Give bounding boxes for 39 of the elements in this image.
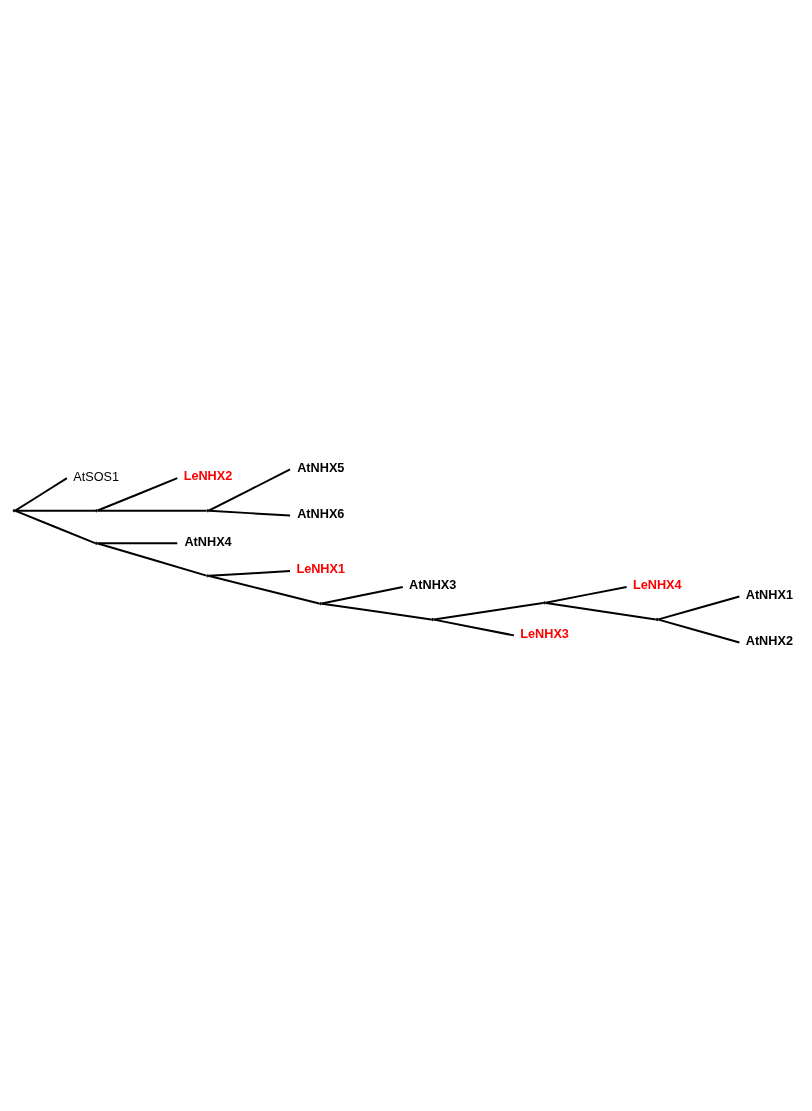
node-text: AtNHX2 — [745, 633, 793, 648]
node-text: AtNHX3 — [409, 577, 457, 592]
connector — [14, 509, 97, 512]
connector — [96, 509, 208, 512]
connector — [96, 542, 208, 577]
connector — [14, 476, 68, 512]
node-text: LeNHX3 — [520, 626, 569, 641]
connector — [208, 569, 292, 577]
node-point — [206, 573, 210, 577]
node-point — [319, 601, 323, 605]
node-text: LeNHX1 — [296, 561, 346, 576]
node-text: AtNHX4 — [184, 534, 232, 549]
connector — [433, 601, 545, 620]
node-text: AtNHX6 — [297, 506, 345, 521]
connector — [208, 468, 292, 511]
connector — [657, 618, 741, 643]
node-point — [94, 541, 98, 545]
node-point — [542, 600, 547, 604]
connector — [321, 602, 433, 620]
node-text: LeNHX4 — [633, 577, 682, 592]
node-point — [655, 617, 659, 621]
connector — [657, 595, 741, 620]
connector — [208, 574, 321, 604]
node-point — [12, 508, 16, 512]
connector — [320, 585, 404, 604]
node-point — [206, 508, 210, 512]
connector — [432, 618, 515, 636]
node-text: AtNHX5 — [297, 460, 345, 475]
connector — [208, 509, 292, 516]
node-point — [431, 617, 435, 621]
connector — [544, 585, 628, 604]
connector — [14, 509, 97, 544]
node-text: AtSOS1 — [73, 469, 120, 484]
connector — [96, 476, 179, 512]
node-text: LeNHX2 — [183, 468, 233, 483]
node-point — [94, 508, 98, 512]
connector — [545, 601, 657, 620]
connector — [96, 541, 179, 544]
node-text: AtNHX1 — [745, 587, 793, 602]
